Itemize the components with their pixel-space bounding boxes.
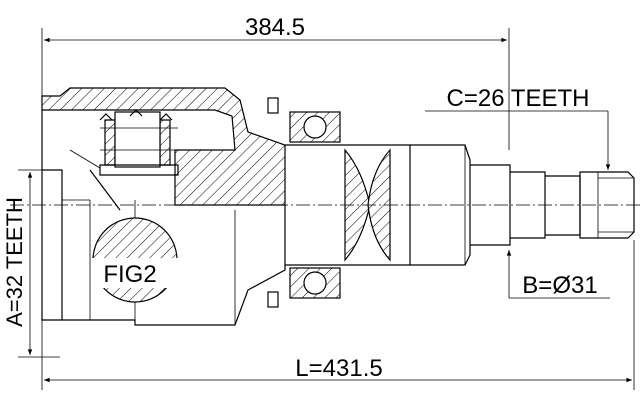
dimension-spline-a: A=32 TEETH — [2, 169, 60, 358]
tripod-assembly — [69, 109, 179, 211]
dimension-total-length-label: L=431.5 — [295, 355, 382, 382]
bearing-bracket — [267, 97, 345, 308]
dimension-spline-a-label: A=32 TEETH — [2, 197, 27, 327]
dimension-total-length: L=431.5 — [41, 240, 635, 390]
dimension-diameter-b: B=Ø31 — [506, 249, 610, 299]
dimension-spline-c-label: C=26 TEETH — [447, 85, 590, 112]
splined-stub — [470, 164, 635, 246]
dimension-spline-c: C=26 TEETH — [425, 85, 611, 170]
fig2-callout: FIG2 — [92, 217, 178, 303]
fig2-label: FIG2 — [103, 261, 156, 288]
dimension-diameter-b-label: B=Ø31 — [522, 272, 597, 299]
dimension-top-length-label: 384.5 — [245, 14, 305, 41]
dimension-top-length: 384.5 — [41, 14, 510, 150]
